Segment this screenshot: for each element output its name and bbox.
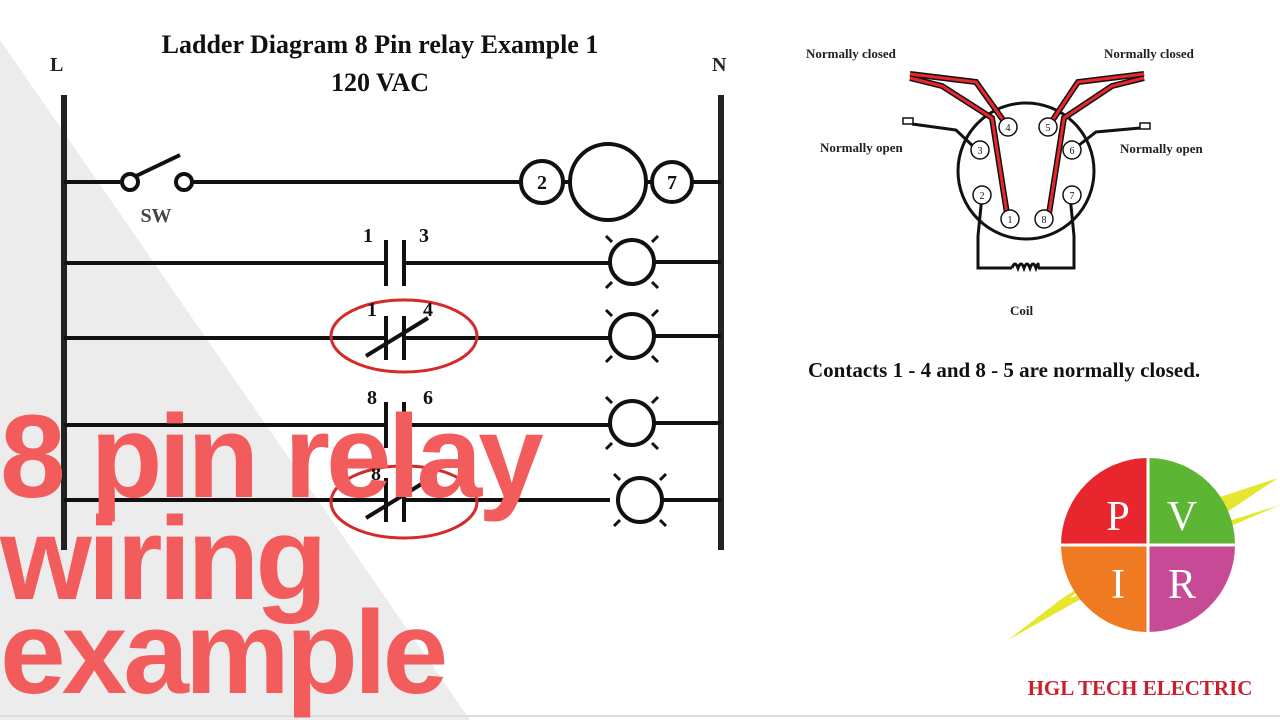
rung-3-right-pin: 6 (423, 387, 433, 409)
overlay-title-line-1: 8 pin relay (0, 391, 544, 523)
overlay-title-line-2: wiring (0, 493, 327, 625)
rung-8-5 (64, 476, 721, 524)
base-pin-8: 8 (1042, 215, 1047, 226)
rung-coil (64, 142, 721, 222)
diagram-subtitle: 120 VAC (330, 68, 429, 97)
rung-4-right-pin: 5 (427, 463, 437, 485)
label-normally-open-right: Normally open (1120, 141, 1203, 156)
base-pin-6: 6 (1070, 146, 1075, 157)
rung-1-right-pin: 3 (419, 225, 429, 247)
base-pin-2: 2 (980, 191, 985, 202)
logo-letter-v: V (1167, 494, 1197, 540)
brand-name: HGL TECH ELECTRIC (1027, 676, 1253, 700)
base-pin-3: 3 (978, 146, 983, 157)
rail-right-label: N (712, 54, 727, 76)
base-pin-7: 7 (1070, 191, 1075, 202)
coil-pin-left: 2 (537, 172, 547, 194)
lamp-ticks (604, 234, 668, 528)
rail-left-label: L (50, 54, 64, 76)
rung-1-left-pin: 1 (363, 225, 373, 247)
label-normally-closed-left: Normally closed (806, 46, 896, 61)
coil-pin-right: 7 (667, 172, 677, 194)
diagram-title: Ladder Diagram 8 Pin relay Example 1 (161, 30, 599, 59)
rung-2-right-pin: 4 (423, 299, 433, 321)
base-pin-4: 4 (1006, 123, 1011, 134)
label-normally-closed-right: Normally closed (1104, 46, 1194, 61)
rung-3-left-pin: 8 (367, 387, 377, 409)
contacts-note: Contacts 1 - 4 and 8 - 5 are normally cl… (808, 358, 1201, 382)
logo-letter-p: P (1106, 494, 1129, 540)
logo-letter-r: R (1168, 562, 1196, 608)
highlight-ring-8-5 (329, 464, 479, 540)
rung-1-3 (64, 238, 721, 286)
label-coil: Coil (1010, 303, 1034, 318)
label-normally-open-left: Normally open (820, 140, 903, 155)
switch-label: SW (140, 205, 171, 227)
overlay-title-line-3: example (0, 587, 448, 719)
rung-1-4 (64, 312, 721, 360)
rung-2-left-pin: 1 (367, 299, 377, 321)
rung-8-6 (64, 399, 721, 448)
rung-4-left-pin: 8 (371, 463, 381, 485)
base-pin-5: 5 (1046, 123, 1051, 134)
logo-letter-i: I (1111, 562, 1125, 608)
highlight-ring-1-4 (329, 298, 479, 374)
base-pin-1: 1 (1008, 215, 1013, 226)
